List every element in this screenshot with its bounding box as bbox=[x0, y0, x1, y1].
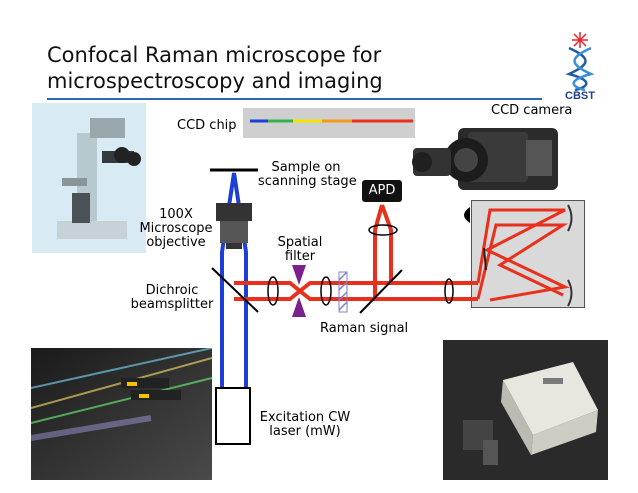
raman-beam-lower bbox=[234, 281, 478, 301]
apd-beam-right bbox=[380, 204, 393, 283]
lens-2 bbox=[320, 276, 332, 306]
laser-table-photo bbox=[31, 348, 212, 480]
pinhole-bottom bbox=[292, 297, 306, 317]
grating bbox=[483, 247, 487, 271]
notch-filter bbox=[338, 271, 348, 313]
sample-label: Sample on scanning stage bbox=[258, 160, 357, 189]
title-line-1: Confocal Raman microscope for bbox=[47, 43, 382, 67]
title-line-2: microspectroscopy and imaging bbox=[47, 69, 383, 93]
spectrometer-entrance bbox=[464, 207, 470, 223]
page-title: Confocal Raman microscope for microspect… bbox=[47, 42, 407, 94]
setup-photo bbox=[443, 340, 608, 480]
laser-label-line-1: Excitation CW bbox=[259, 410, 351, 425]
microscope-photo bbox=[32, 103, 146, 253]
dichroic-label: Dichroic beamsplitter bbox=[128, 284, 216, 312]
objective-lens bbox=[216, 203, 252, 249]
laser-box bbox=[215, 387, 251, 445]
objective-label-line-1: 100X bbox=[159, 207, 193, 222]
dichroic-label-line-2: beamsplitter bbox=[130, 297, 214, 312]
lens-1 bbox=[267, 276, 279, 306]
objective-label-line-3: objective bbox=[146, 235, 206, 250]
laser-label-line-2: laser (mW) bbox=[269, 424, 341, 439]
spatial-filter-label-line-2: filter bbox=[284, 249, 316, 264]
objective-label-line-2: Microscope bbox=[139, 221, 213, 236]
spatial-filter-label-line-1: Spatial bbox=[277, 235, 323, 250]
spatial-filter-label: Spatial filter bbox=[272, 236, 328, 264]
raman-beam-upper bbox=[234, 281, 478, 301]
sample-label-line-2: scanning stage bbox=[258, 174, 357, 189]
logo-text: CBST bbox=[565, 90, 595, 100]
mirror-top bbox=[567, 204, 573, 232]
objective-label: 100X Microscope objective bbox=[136, 208, 216, 250]
ccd-chip-bar bbox=[243, 108, 415, 138]
ccd-camera-photo bbox=[408, 120, 568, 195]
apd-beam-left bbox=[373, 204, 384, 299]
spectrometer-path-2 bbox=[476, 223, 569, 300]
ccd-camera-label: CCD camera bbox=[491, 103, 573, 118]
dichroic-mirror bbox=[211, 267, 259, 313]
lens-3 bbox=[444, 278, 454, 304]
laser-label: Excitation CW laser (mW) bbox=[255, 411, 355, 439]
dna-helix-icon: CBST bbox=[565, 32, 595, 102]
mirror-bottom bbox=[567, 279, 573, 307]
apd-label: APD bbox=[368, 183, 396, 198]
pinhole-top bbox=[292, 265, 306, 285]
dichroic-label-line-1: Dichroic bbox=[145, 283, 199, 298]
title-underline bbox=[47, 98, 542, 100]
ccd-chip-label: CCD chip bbox=[177, 118, 237, 133]
apd-lens bbox=[368, 224, 398, 236]
apd-beamsplitter bbox=[359, 269, 403, 314]
cbst-logo: CBST bbox=[555, 30, 605, 102]
sample-label-line-1: Sample on bbox=[271, 160, 341, 175]
raman-signal-label: Raman signal bbox=[320, 321, 409, 336]
apd-detector: APD bbox=[362, 180, 402, 202]
